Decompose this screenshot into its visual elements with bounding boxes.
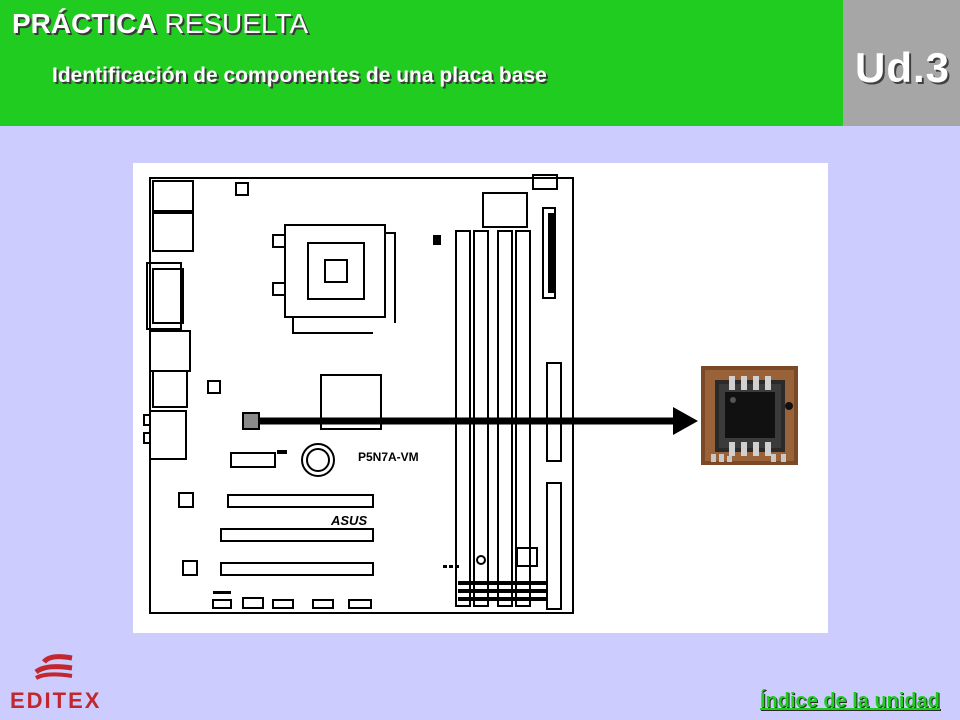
pci-slot-2 [220, 528, 374, 542]
io-ps2 [152, 180, 194, 212]
cpu-socket [284, 224, 386, 318]
io-usb2 [152, 370, 188, 408]
board-model-label: P5N7A-VM [358, 450, 419, 464]
atx12v-connector [482, 192, 528, 228]
pci-slot-3 [220, 562, 374, 576]
bios-chip-marker [242, 412, 260, 430]
cmos-battery [301, 443, 335, 477]
small-component [433, 235, 441, 245]
pointer-arrow-head [673, 407, 698, 435]
io-vga [146, 262, 182, 330]
title-bold: PRÁCTICA [12, 8, 157, 39]
page-title: PRÁCTICA RESUELTA [12, 8, 308, 40]
northbridge [320, 374, 382, 430]
editex-logo-text: EDITEX [10, 688, 102, 713]
unit-label: Ud.3 [854, 44, 950, 91]
ide-connector [546, 362, 562, 462]
unit-index-link[interactable]: Índice de la unidad [759, 690, 940, 712]
brand-mark: ASUS [330, 513, 367, 528]
editex-logo-icon [34, 654, 73, 680]
io-lan [149, 330, 191, 372]
unit-box: Ud.3 [843, 0, 960, 126]
bios-chip-photo [701, 366, 798, 465]
board-outline [149, 177, 574, 614]
io-usb [152, 212, 194, 252]
atx-power [546, 482, 562, 610]
header-banner [0, 0, 843, 126]
title-regular: RESUELTA [164, 8, 309, 39]
motherboard-svg: P5N7A-VM ASUS [143, 174, 698, 614]
page-subtitle: Identificación de componentes de una pla… [52, 64, 547, 87]
io-audio [149, 410, 187, 460]
pci-slot-1 [227, 494, 374, 508]
